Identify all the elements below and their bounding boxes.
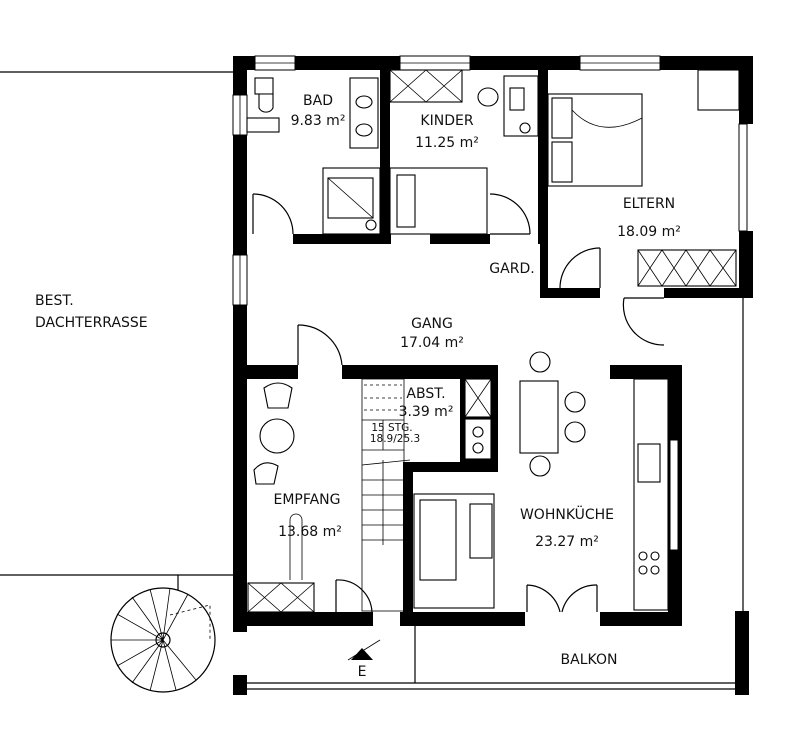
entrance-arrow-icon: [347, 639, 381, 661]
room-name-gard: GARD.: [489, 261, 534, 277]
room-area-gang: 17.04 m²: [400, 335, 464, 351]
room-labels: BAD 9.83 m² KINDER 11.25 m² ELTERN 18.09…: [35, 93, 681, 680]
spiral-stair-icon: [110, 587, 216, 693]
windows: [232, 55, 748, 551]
room-area-kinder: 11.25 m²: [415, 135, 479, 151]
entrance-letter: E: [358, 664, 367, 680]
storage-cabinets: [464, 378, 492, 460]
doors: [252, 193, 665, 613]
stair-steps: 15 STG.: [371, 422, 412, 434]
room-area-abst: 3.39 m²: [399, 404, 454, 420]
room-area-wohnkueche: 23.27 m²: [535, 534, 599, 550]
stair-ratio: 18.9/25.3: [370, 433, 420, 445]
room-name-bad: BAD: [303, 93, 333, 109]
wohnkueche-furniture: [413, 351, 669, 611]
empfang-furniture: [247, 382, 315, 613]
kinder-furniture: [389, 69, 539, 235]
eltern-furniture: [547, 69, 740, 287]
room-name-abst: ABST.: [406, 386, 445, 402]
room-name-eltern: ELTERN: [623, 196, 675, 212]
staircase: [361, 378, 411, 612]
dachterrasse-outline: [0, 71, 234, 590]
dachterrasse-label-line2: DACHTERRASSE: [35, 315, 148, 331]
room-name-gang: GANG: [411, 316, 453, 332]
room-name-balkon: BALKON: [561, 652, 618, 668]
room-name-empfang: EMPFANG: [273, 492, 340, 508]
dachterrasse-label-line1: BEST.: [35, 293, 74, 309]
room-name-wohnkueche: WOHNKÜCHE: [520, 505, 614, 523]
room-name-kinder: KINDER: [420, 113, 473, 129]
room-area-bad: 9.83 m²: [291, 113, 346, 129]
room-area-empfang: 13.68 m²: [278, 524, 342, 540]
bathroom-fixtures: [246, 77, 381, 235]
room-area-eltern: 18.09 m²: [617, 224, 681, 240]
balkon-railing: [247, 298, 744, 690]
